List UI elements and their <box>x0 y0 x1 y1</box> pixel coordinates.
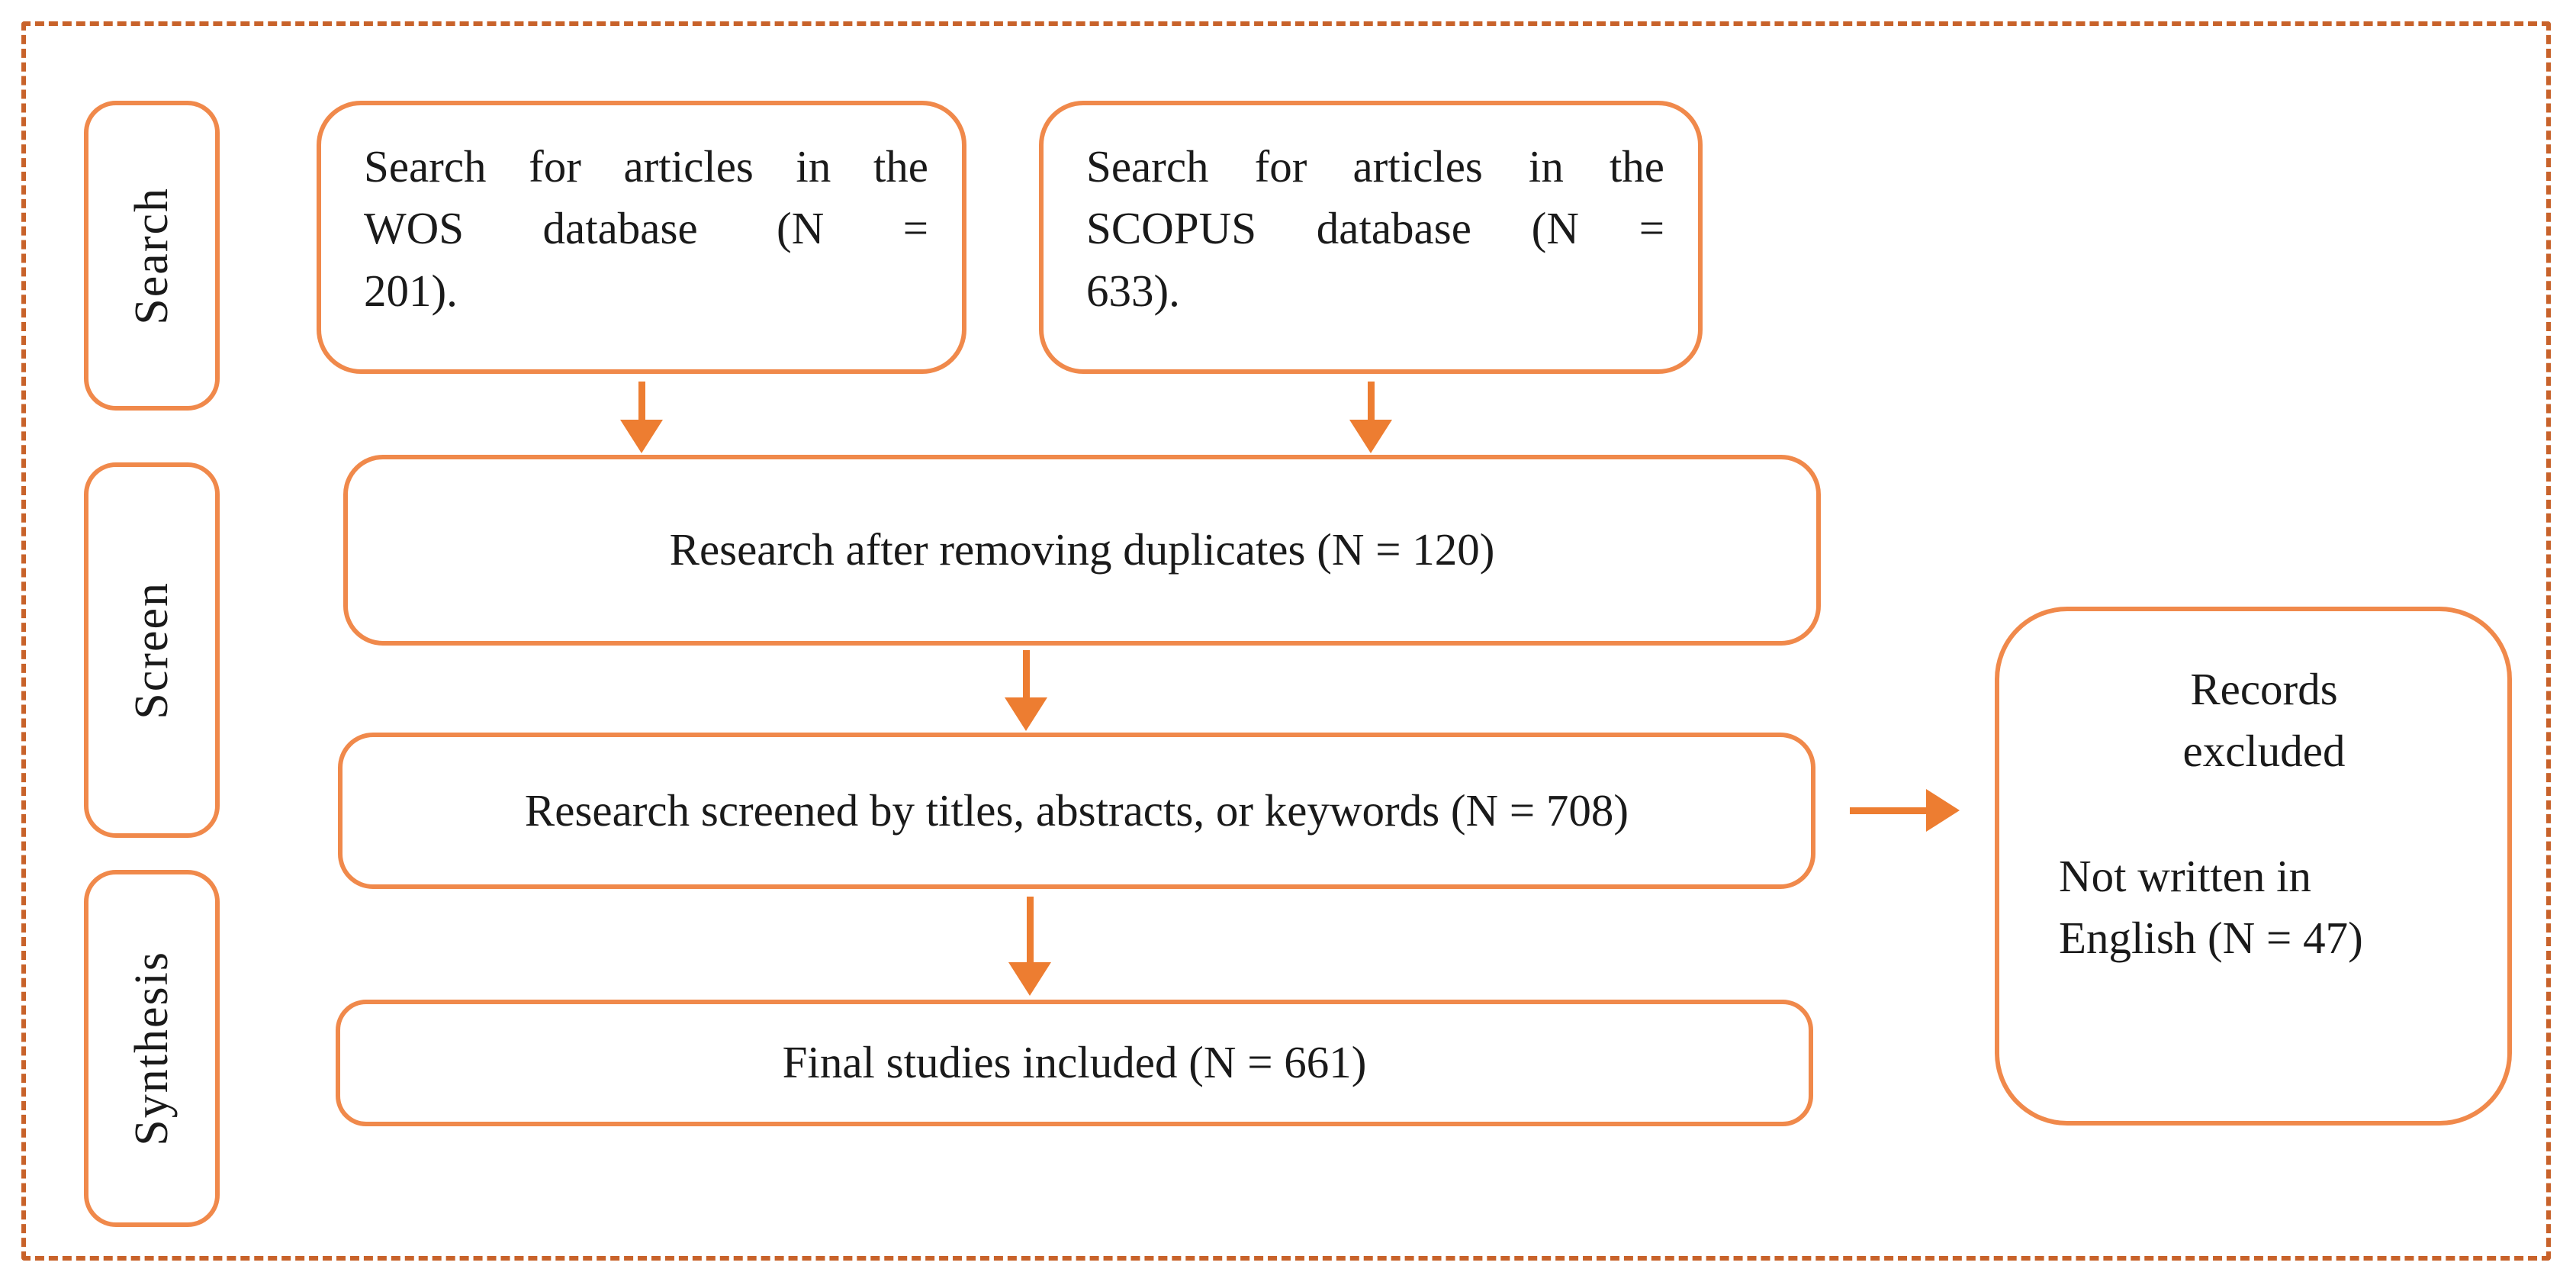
records-excluded-title-line-1: Records <box>2190 664 2338 714</box>
arrow-duplicates-to-screened <box>1005 650 1047 731</box>
screened-box: Research screened by titles, abstracts, … <box>338 733 1815 889</box>
wos-search-line-1: Search for articles in the <box>364 141 928 192</box>
records-excluded-reason-line-2: English (N = 47) <box>2059 913 2363 964</box>
final-studies-text: Final studies included (N = 661) <box>782 1037 1367 1088</box>
wos-search-line-2: WOS database (N = <box>364 203 928 254</box>
scopus-search-line-3: 633). <box>1086 265 1180 316</box>
arrow-screened-to-excluded <box>1850 789 1960 832</box>
arrow-wos-to-duplicates <box>620 382 663 453</box>
stage-box-search: Search <box>84 101 220 411</box>
scopus-search-line-2: SCOPUS database (N = <box>1086 203 1664 254</box>
stage-label-screen: Screen <box>125 581 178 720</box>
records-excluded-title: Records excluded <box>2059 659 2469 783</box>
scopus-search-line-1: Search for articles in the <box>1086 141 1664 192</box>
duplicates-removed-box: Research after removing duplicates (N = … <box>343 455 1821 646</box>
duplicates-removed-text: Research after removing duplicates (N = … <box>669 524 1495 575</box>
scopus-search-box: Search for articles in the SCOPUS databa… <box>1039 101 1703 374</box>
wos-search-box: Search for articles in the WOS database … <box>317 101 966 374</box>
wos-search-line-3: 201). <box>364 265 458 316</box>
records-excluded-title-line-2: excluded <box>2182 726 2346 777</box>
stage-box-synthesis: Synthesis <box>84 870 220 1227</box>
stage-label-search: Search <box>125 186 178 325</box>
records-excluded-box: Records excluded Not written in English … <box>1995 607 2512 1126</box>
stage-label-synthesis: Synthesis <box>125 951 178 1146</box>
screened-text: Research screened by titles, abstracts, … <box>524 784 1629 836</box>
records-excluded-reason-line-1: Not written in <box>2059 850 2312 901</box>
stage-box-screen: Screen <box>84 462 220 838</box>
arrow-scopus-to-duplicates <box>1349 382 1392 453</box>
arrow-screened-to-final <box>1008 897 1051 996</box>
records-excluded-reason: Not written in English (N = 47) <box>2059 845 2469 970</box>
final-studies-box: Final studies included (N = 661) <box>336 1000 1813 1126</box>
diagram-dashed-border <box>21 21 2551 1261</box>
